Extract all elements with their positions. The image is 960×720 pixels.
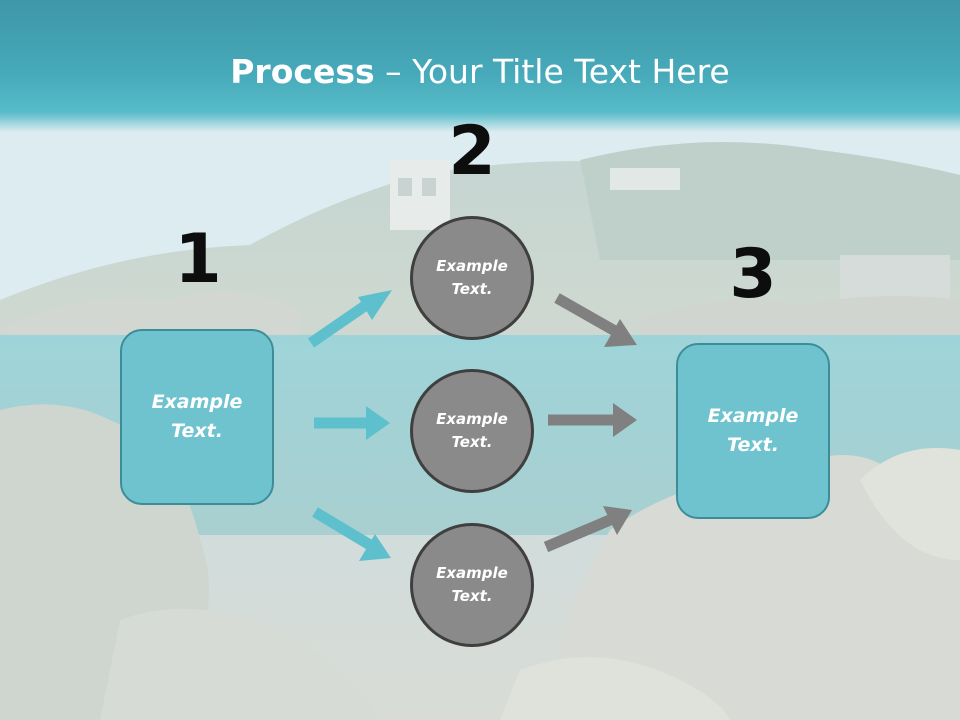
circle-text-line-1: Example	[436, 409, 508, 428]
arrow-icon-left-to-middle	[314, 406, 390, 440]
process-box-left[interactable]: Example Text.	[120, 329, 274, 505]
circle-text: Example Text.	[436, 255, 508, 302]
slide-title: Process – Your Title Text Here	[0, 52, 960, 91]
circle-text-line-1: Example	[436, 256, 508, 275]
circle-text-line-2: Text.	[451, 587, 493, 605]
title-bold: Process	[230, 52, 375, 91]
arrow-icon-middle-to-right	[548, 403, 637, 437]
box-text: Example Text.	[152, 388, 243, 447]
process-box-right[interactable]: Example Text.	[676, 343, 830, 519]
process-circle-bottom[interactable]: Example Text.	[410, 523, 534, 647]
box-text: Example Text.	[708, 402, 799, 461]
circle-text-line-2: Text.	[451, 433, 493, 451]
box-text-line-2: Text.	[171, 420, 223, 442]
arrow-icon-left-to-top	[307, 290, 392, 348]
process-circle-middle[interactable]: Example Text.	[410, 369, 534, 493]
step-number-3: 3	[729, 235, 777, 314]
arrow-icon-left-to-bottom	[312, 507, 391, 561]
header-band	[0, 0, 960, 132]
arrow-icon-top-to-right	[554, 293, 637, 347]
circle-text-line-2: Text.	[451, 280, 493, 298]
step-number-1: 1	[174, 220, 222, 299]
title-rest: – Your Title Text Here	[374, 52, 730, 91]
process-circle-top[interactable]: Example Text.	[410, 216, 534, 340]
box-text-line-1: Example	[151, 390, 243, 413]
circle-text-line-1: Example	[436, 563, 508, 582]
circle-text: Example Text.	[436, 408, 508, 455]
arrow-icon-bottom-to-right	[543, 506, 632, 553]
box-text-line-1: Example	[707, 404, 799, 427]
step-number-2: 2	[448, 112, 496, 191]
box-text-line-2: Text.	[727, 434, 779, 456]
circle-text: Example Text.	[436, 562, 508, 609]
